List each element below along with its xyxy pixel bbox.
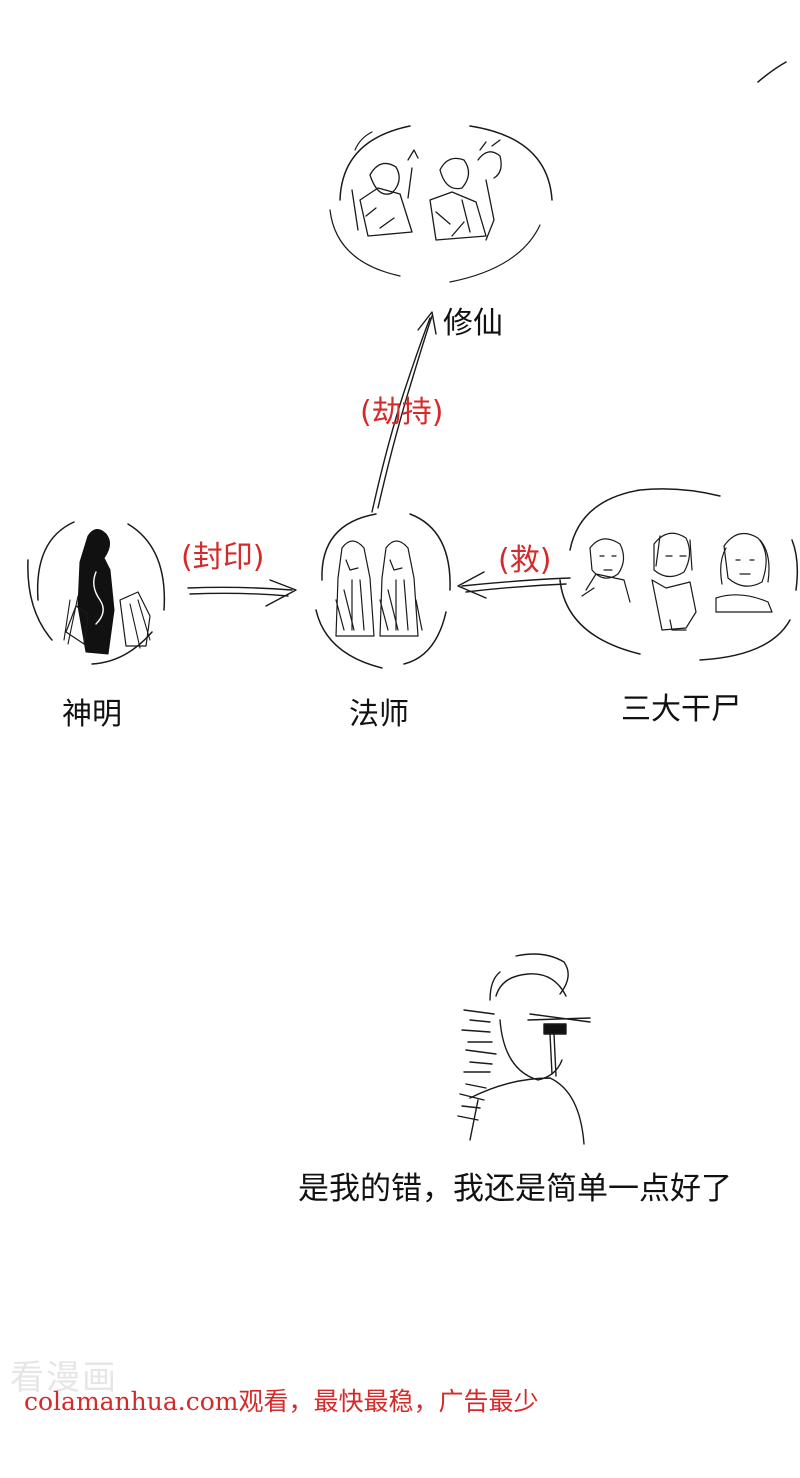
rescue-relation-label: (救) [498,543,552,578]
mage-label: 法师 [349,697,409,732]
hijack-arrow [371,311,437,513]
author-caption: 是我的错，我还是简单一点好了 [298,1171,732,1207]
author-figure [457,953,591,1145]
cultivation-label: 修仙 [443,306,503,341]
cultivation-bubble [329,125,553,283]
mage-bubble [315,513,451,669]
watermark-logo: 看漫画 [10,1358,118,1398]
rescue-arrow [457,571,571,599]
zombies-figures [581,532,773,631]
seal-arrow [187,579,297,607]
zombies-label: 三大干尸 [621,692,741,727]
mage-figures [335,540,423,637]
hijack-relation-label: (劫持) [360,395,444,430]
watermark-link-text[interactable]: colamanhua.com观看，最快最稳，广告最少 [24,1387,539,1416]
gods-label: 神明 [62,697,122,732]
zombies-bubble [559,488,799,661]
cultivation-figures [351,139,502,241]
corner-stroke [757,61,787,83]
gods-figure [63,529,151,655]
seal-relation-label: (封印) [181,540,265,575]
